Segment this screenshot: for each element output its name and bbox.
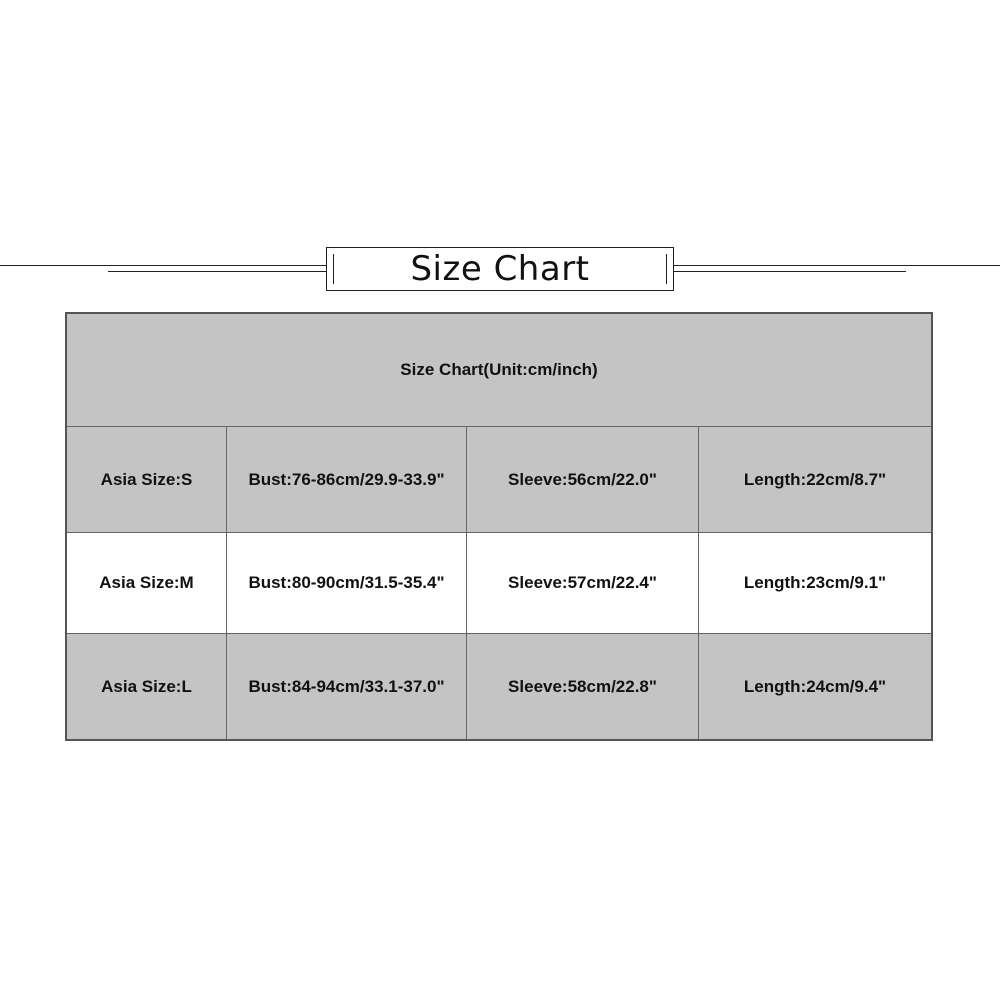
cell-length: Length:23cm/9.1"	[698, 533, 931, 633]
title-banner: Size Chart	[326, 247, 674, 291]
cell-size: Asia Size:L	[101, 676, 192, 696]
cell-sleeve: Sleeve:57cm/22.4"	[466, 533, 698, 633]
left-long-rule	[0, 265, 326, 266]
table-row-l: Asia Size:L Bust:84-94cm/33.1-37.0" Slee…	[67, 633, 931, 739]
cell-length: Length:24cm/9.4"	[698, 634, 931, 739]
table-header: Size Chart(Unit:cm/inch)	[67, 314, 931, 426]
cell-bust: Bust:84-94cm/33.1-37.0"	[226, 634, 466, 739]
right-long-rule	[674, 265, 1000, 266]
left-short-rule	[108, 271, 326, 272]
cell-size: Asia Size:S	[100, 469, 193, 489]
size-chart-table: Size Chart(Unit:cm/inch) Asia Size:S Bus…	[65, 312, 933, 741]
cell-sleeve: Sleeve:56cm/22.0"	[466, 427, 698, 532]
cell-sleeve: Sleeve:58cm/22.8"	[466, 634, 698, 739]
title-banner-left-edge	[333, 254, 334, 284]
table-row-s: Asia Size:S Bust:76-86cm/29.9-33.9" Slee…	[67, 426, 931, 532]
cell-length: Length:22cm/8.7"	[698, 427, 931, 532]
page-title: Size Chart	[410, 249, 590, 289]
right-short-rule	[674, 271, 906, 272]
table-row-m: Asia Size:M Bust:80-90cm/31.5-35.4" Slee…	[67, 532, 931, 633]
cell-size: Asia Size:M	[99, 573, 194, 592]
cell-bust: Bust:80-90cm/31.5-35.4"	[226, 533, 466, 633]
cell-bust: Bust:76-86cm/29.9-33.9"	[226, 427, 466, 532]
title-banner-right-edge	[666, 254, 667, 284]
